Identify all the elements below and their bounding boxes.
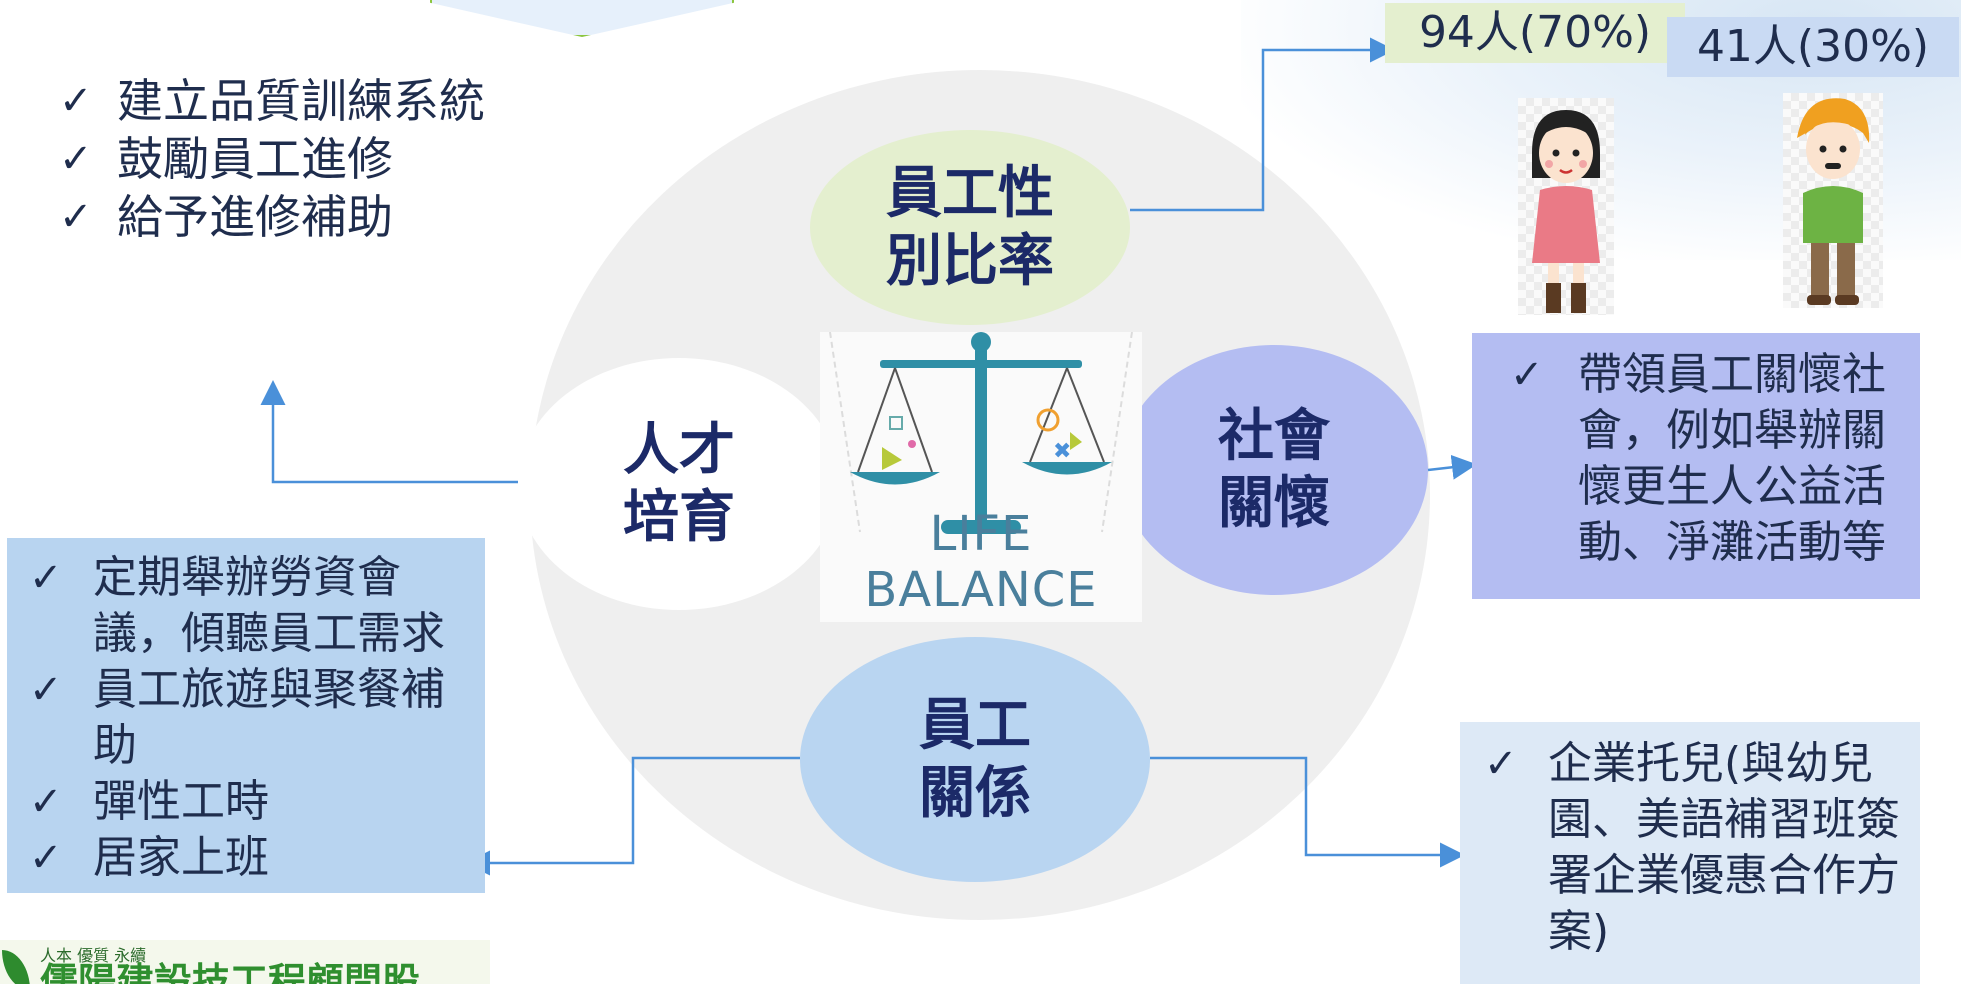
company-logo: 人本 優質 永續 儒陽建設技工程顧問股 (0, 940, 490, 984)
childcare-item: 企業托兒(與幼兒園、美語補習班簽署企業優惠合作方案) (1460, 736, 1920, 960)
female-figure-icon (1518, 98, 1614, 315)
female-count-label: 94人(70%) (1385, 3, 1685, 63)
male-count-label: 41人(30%) (1667, 17, 1959, 77)
communication-item: 員工旅遊與聚餐補助 (7, 662, 485, 774)
balance-scale-icon: ✖ (829, 331, 1133, 534)
connector-gender-to-stats (1130, 37, 1395, 212)
training-list-box: 建立品質訓練系統 鼓勵員工進修 給予進修補助 (55, 72, 485, 246)
childcare-box: 企業托兒(與幼兒園、美語補習班簽署企業優惠合作方案) (1460, 722, 1920, 984)
life-balance-caption: LIFE BALANCE (864, 506, 1098, 618)
communication-item: 定期舉辦勞資會議，傾聽員工需求 (7, 550, 485, 662)
node-social-care: 社會 關懷 (1120, 345, 1428, 595)
connector-social-to-box (1427, 454, 1477, 480)
communication-item: 彈性工時 (7, 774, 485, 830)
training-item: 建立品質訓練系統 (55, 72, 485, 130)
training-item: 鼓勵員工進修 (55, 130, 485, 188)
node-gender-ratio: 員工性 別比率 (810, 130, 1130, 325)
communication-list-box: 定期舉辦勞資會議，傾聽員工需求 員工旅遊與聚餐補助 彈性工時 居家上班 (7, 538, 485, 893)
communication-item: 居家上班 (7, 830, 485, 886)
node-talent-development: 人才 培育 (518, 358, 840, 610)
connector-relations-to-childcare (1150, 756, 1465, 868)
social-care-item: 帶領員工關懷社會，例如舉辦關懷更生人公益活動、淨灘活動等 (1472, 347, 1920, 571)
logo-name: 儒陽建設技工程顧問股 (40, 960, 421, 984)
training-item: 給予進修補助 (55, 188, 485, 246)
male-figure-icon (1783, 93, 1883, 308)
leaf-icon (2, 950, 30, 984)
node-employee-relations: 員工 關係 (800, 637, 1150, 882)
svg-text:✖: ✖ (1053, 439, 1071, 464)
social-care-box: 帶領員工關懷社會，例如舉辦關懷更生人公益活動、淨灘活動等 (1472, 333, 1920, 599)
connector-relations-to-communication (465, 756, 800, 876)
life-balance-image: ✖ LIFE BALANCE (820, 331, 1142, 622)
logo-tagline: 人本 優質 永續 (40, 946, 147, 965)
connector-talent-to-training (260, 380, 518, 484)
